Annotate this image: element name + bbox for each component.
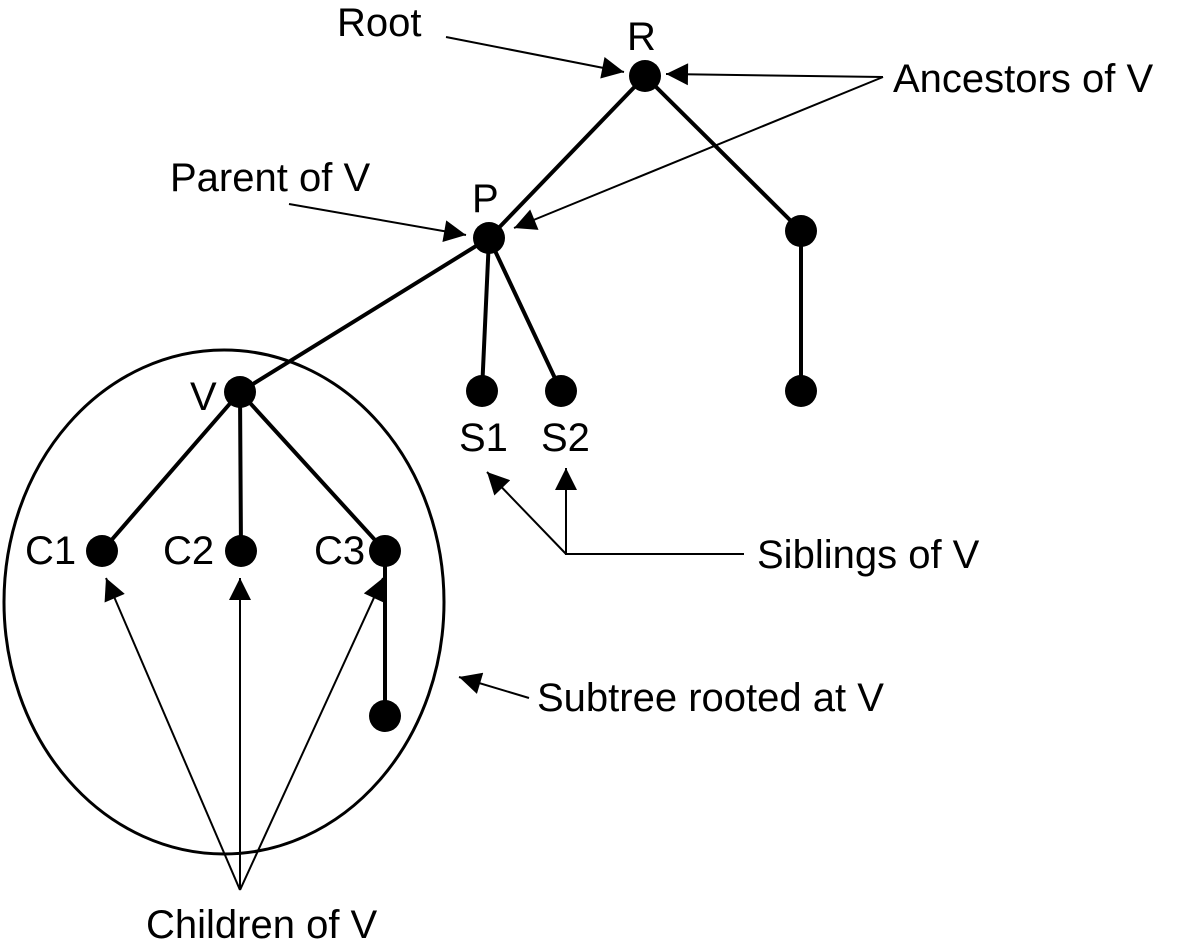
siblings-connector	[565, 470, 744, 555]
node-label-s2: S2	[541, 416, 590, 460]
node-label-c1: C1	[25, 529, 76, 573]
edge-v-c1	[100, 390, 242, 553]
node-right-leaf	[785, 375, 817, 407]
node-label-c2: C2	[163, 529, 214, 573]
label-ancestors: Ancestors of V	[893, 57, 1153, 101]
annotation-labels: Root Ancestors of V Parent of V Siblings…	[146, 1, 1153, 944]
tree-edges	[100, 74, 803, 718]
node-s1	[466, 375, 498, 407]
subtree-ellipse	[2, 348, 446, 856]
node-c3	[369, 535, 401, 567]
root-arrow	[445, 36, 625, 79]
edge-p-v	[238, 236, 491, 394]
node-label-v: V	[190, 375, 217, 419]
label-parent: Parent of V	[170, 156, 370, 200]
node-r	[629, 60, 661, 92]
label-root: Root	[337, 1, 422, 45]
node-c1	[86, 535, 118, 567]
siblings-arrow-s1	[486, 471, 567, 555]
annotation-arrows	[104, 36, 884, 891]
edge-p-s2	[487, 236, 563, 393]
subtree-arrow	[458, 672, 530, 699]
node-right	[785, 215, 817, 247]
ancestors-arrow-parent	[513, 76, 884, 230]
node-labels: R P V S1 S2 C1 C2 C3	[25, 15, 656, 573]
node-c2	[225, 535, 257, 567]
node-label-p: P	[472, 177, 499, 221]
node-s2	[545, 375, 577, 407]
label-subtree: Subtree rooted at V	[537, 676, 884, 720]
label-children: Children of V	[146, 903, 378, 944]
label-siblings: Siblings of V	[757, 533, 980, 577]
node-v	[224, 376, 256, 408]
edge-r-p	[487, 74, 647, 240]
edge-v-c3	[238, 390, 387, 553]
node-label-c3: C3	[314, 529, 365, 573]
node-c3-leaf	[369, 700, 401, 732]
tree-nodes	[86, 60, 817, 732]
node-label-s1: S1	[459, 416, 508, 460]
edge-p-s1	[480, 236, 491, 393]
node-p	[473, 222, 505, 254]
edge-v-c2	[238, 390, 243, 553]
node-label-r: R	[627, 15, 656, 59]
ancestors-arrow-root	[665, 63, 884, 86]
edge-r-right	[643, 74, 803, 233]
children-arrow-c1	[104, 577, 241, 891]
parent-arrow	[288, 203, 467, 243]
children-arrow-c3	[239, 577, 384, 891]
